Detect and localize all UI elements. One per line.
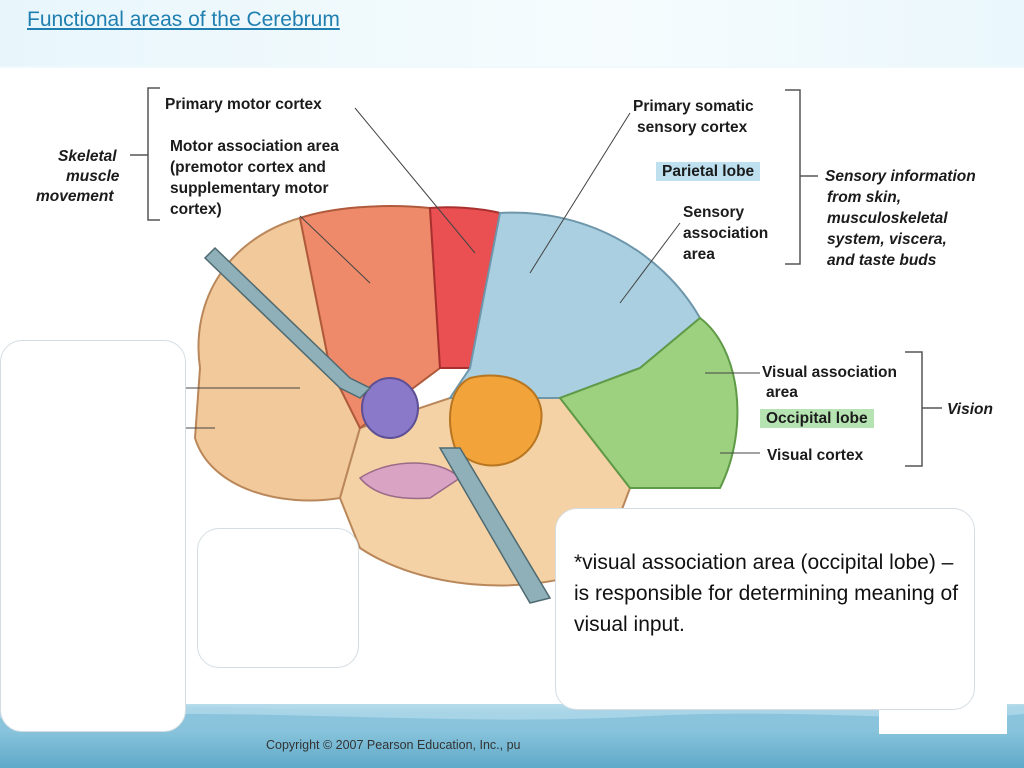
sulcus-probe-upper xyxy=(203,246,372,399)
label-skeletal-3: movement xyxy=(36,188,114,205)
label-sensory-info-5: and taste buds xyxy=(827,252,937,269)
label-primary-somatic-1: Primary somatic xyxy=(633,98,754,115)
callout-box: *visual association area (occipital lobe… xyxy=(555,508,975,710)
purple-area-shape xyxy=(361,377,419,439)
label-sensory-assoc-2: association xyxy=(683,225,769,242)
label-primary-motor-cortex: Primary motor cortex xyxy=(165,96,322,113)
slide-title-link[interactable]: Functional areas of the Cerebrum xyxy=(27,8,340,31)
label-sensory-info-2: from skin, xyxy=(827,189,902,206)
parietal-lobe-highlight: Parietal lobe xyxy=(656,162,761,181)
decorative-wave xyxy=(0,704,1024,730)
label-occipital-lobe: Occipital lobe xyxy=(760,408,874,429)
label-sensory-info-3: musculoskeletal xyxy=(827,210,948,227)
label-motor-assoc-3: supplementary motor xyxy=(170,180,329,197)
label-parietal-lobe: Parietal lobe xyxy=(656,161,761,182)
temporal-orange-shape xyxy=(449,374,543,467)
label-sensory-info-1: Sensory information xyxy=(825,168,976,185)
title-bar: Functional areas of the Cerebrum xyxy=(0,0,1024,66)
label-sensory-assoc-3: area xyxy=(683,246,715,263)
label-motor-assoc-1: Motor association area xyxy=(170,138,339,155)
label-visual-assoc-2: area xyxy=(766,384,798,401)
occipital-lobe-shape xyxy=(558,316,739,489)
left-overlay-box xyxy=(0,340,186,732)
label-vision: Vision xyxy=(947,401,993,418)
label-primary-somatic-2: sensory cortex xyxy=(637,119,748,136)
occipital-lobe-highlight: Occipital lobe xyxy=(760,409,874,428)
label-motor-assoc-4: cortex) xyxy=(170,201,222,218)
label-skeletal-1: Skeletal xyxy=(58,148,117,165)
label-sensory-assoc-1: Sensory xyxy=(683,204,745,221)
label-sensory-info-4: system, viscera, xyxy=(827,231,947,248)
label-visual-assoc-1: Visual association xyxy=(762,364,897,381)
label-motor-assoc-2: (premotor cortex and xyxy=(170,159,326,176)
label-skeletal-2: muscle xyxy=(66,168,120,185)
callout-text: *visual association area (occipital lobe… xyxy=(574,551,959,636)
sulcus-probe-lower xyxy=(438,447,552,604)
middle-overlay-box xyxy=(197,528,359,668)
copyright-text: Copyright © 2007 Pearson Education, Inc.… xyxy=(266,738,521,752)
label-visual-cortex: Visual cortex xyxy=(767,447,864,464)
